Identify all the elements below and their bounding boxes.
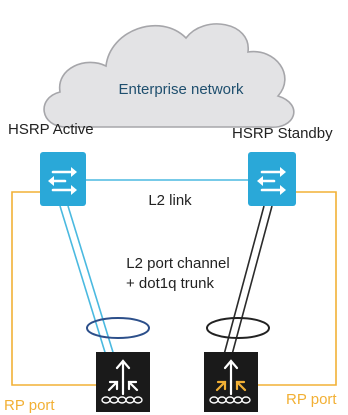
multilayer-switch-icon [40,152,86,206]
chain-links-icon [101,396,143,404]
port-channel-label-line2: + dot1q trunk [126,275,214,292]
multilayer-switch-icon [248,152,296,206]
hsrp-active-label: HSRP Active [8,121,94,138]
enterprise-cloud-shape [43,23,295,128]
access-switch-right [204,352,258,412]
rp-port-label-left: RP port [4,397,55,414]
switch-arrows-icon [257,167,286,195]
switch-arrows-icon [48,167,77,195]
hsrp-active-switch [40,152,86,206]
port-channel-link-dark-1 [221,205,265,363]
hsrp-standby-switch [248,152,296,206]
port-channel-label-line1: L2 port channel [126,255,229,272]
port-channel-link-blue-1 [59,205,109,363]
hsrp-standby-label: HSRP Standby [232,125,333,142]
rp-port-link-right [251,191,337,386]
chain-links-icon [209,396,251,404]
rp-port-link-left [11,191,96,386]
port-channel-ring-dark [206,317,270,339]
port-channel-ring-blue [86,317,150,339]
port-channel-link-dark-2 [229,205,273,363]
port-channel-link-blue-2 [67,205,117,363]
l2-link-label: L2 link [148,192,192,209]
cloud-label: Enterprise network [118,81,244,98]
access-switch-left [96,352,150,412]
rp-port-label-right: RP port [286,391,337,408]
